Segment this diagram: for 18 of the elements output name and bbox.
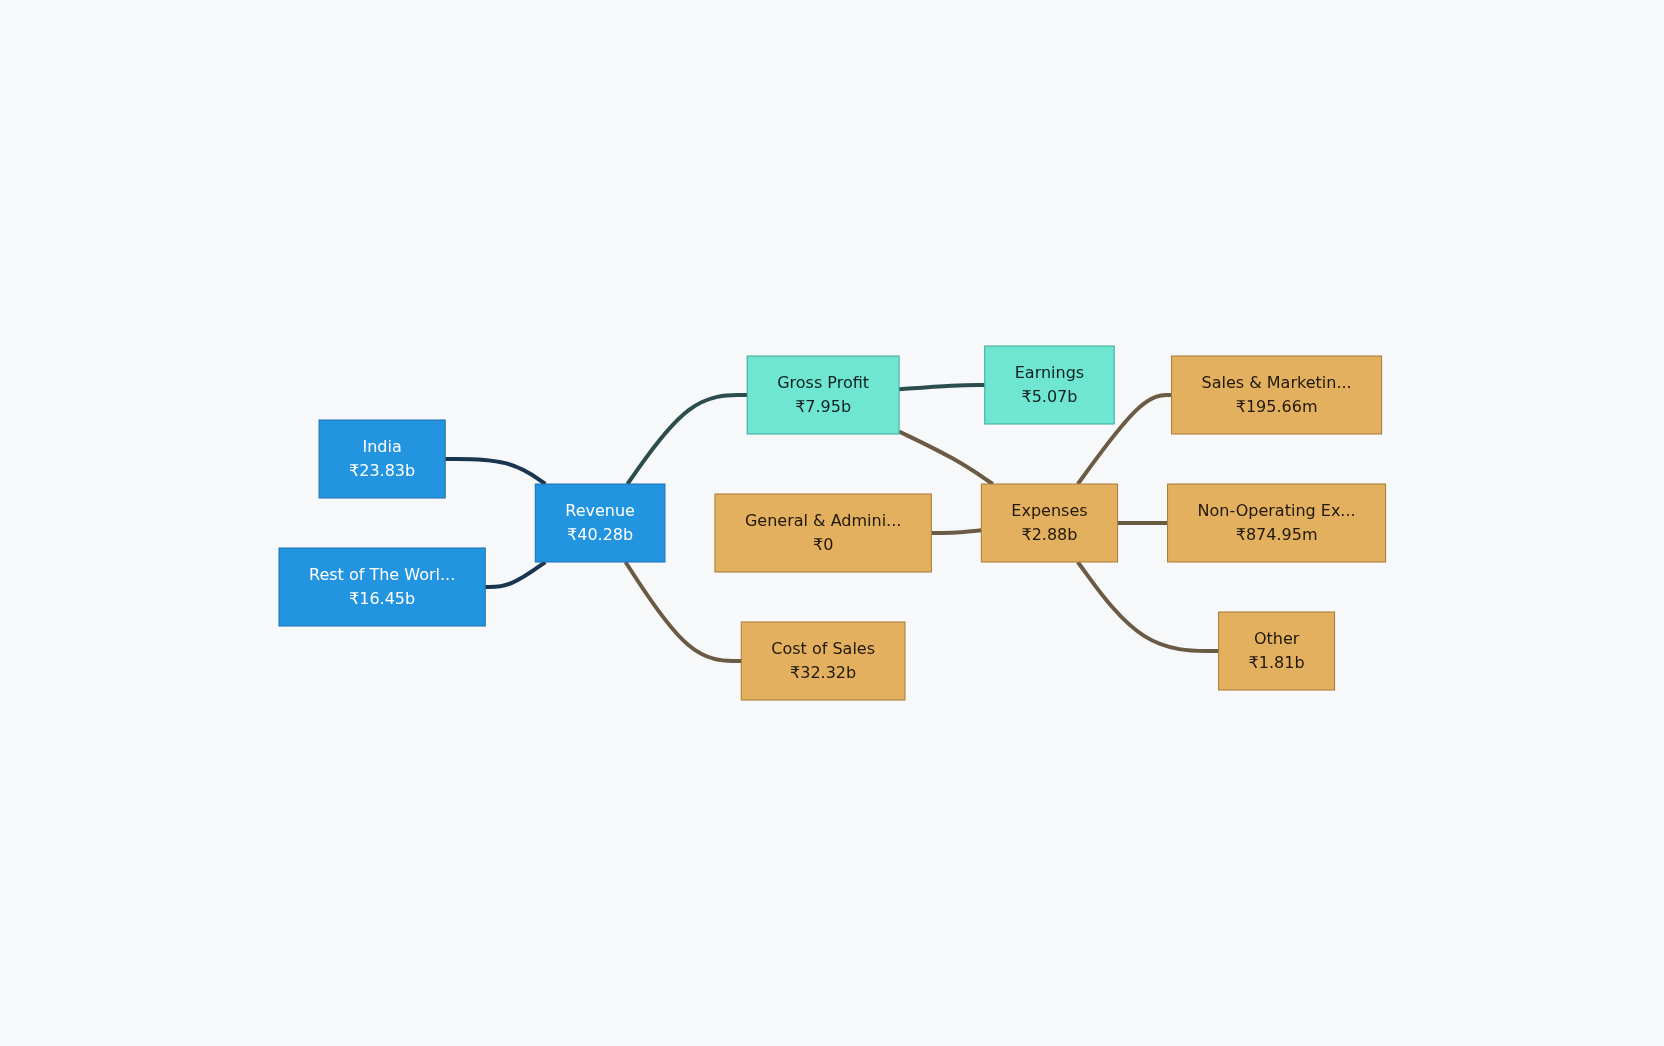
- node-box: Rest of The Worl... ₹16.45b: [278, 547, 486, 627]
- connector: [444, 457, 547, 486]
- node-box: India ₹23.83b: [318, 419, 446, 499]
- connector: [898, 383, 985, 392]
- node-box: Sales & Marketin... ₹195.66m: [1170, 355, 1382, 435]
- node-box: Non-Operating Ex... ₹874.95m: [1166, 483, 1386, 563]
- node-box: Cost of Sales ₹32.32b: [740, 621, 906, 701]
- connector: [931, 528, 982, 535]
- node-box: General & Admini... ₹0: [714, 493, 932, 573]
- node-box: Expenses ₹2.88b: [980, 483, 1118, 563]
- node-box: Other ₹1.81b: [1217, 611, 1335, 691]
- connector: [1117, 521, 1168, 525]
- connector: [625, 393, 747, 486]
- connector: [1075, 393, 1172, 486]
- node-box: Revenue ₹40.28b: [534, 483, 666, 563]
- connector: [897, 429, 994, 486]
- node-box: Earnings ₹5.07b: [983, 345, 1115, 425]
- node-box: Gross Profit ₹7.95b: [746, 355, 900, 435]
